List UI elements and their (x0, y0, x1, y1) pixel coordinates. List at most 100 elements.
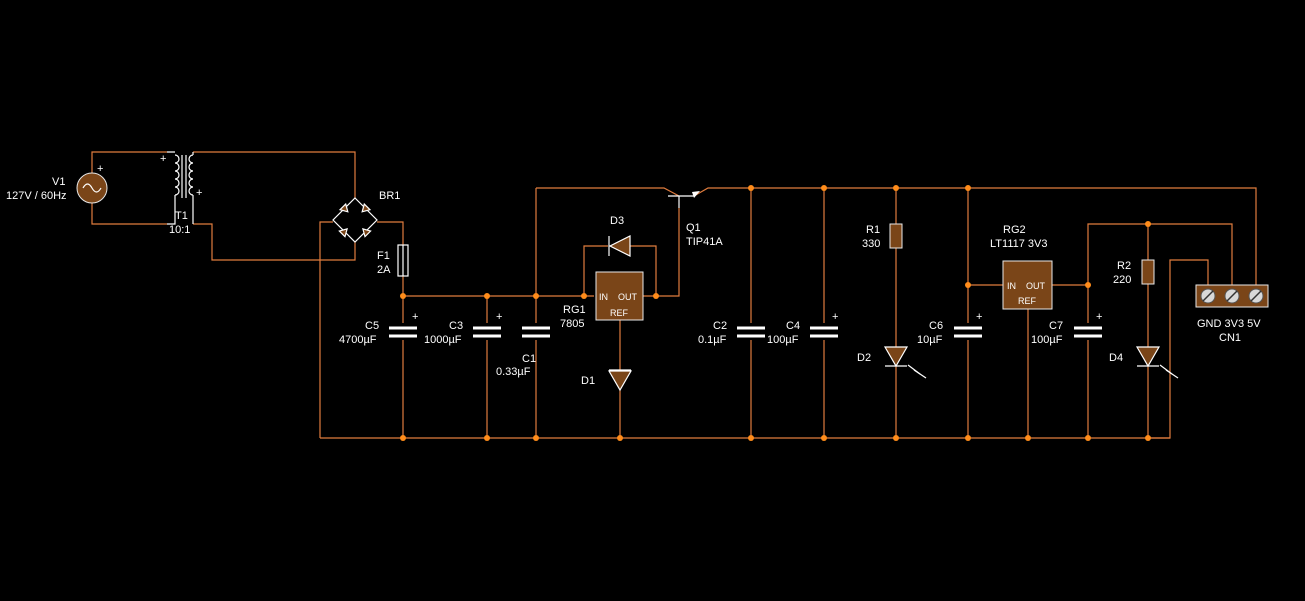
q1-value: TIP41A (686, 236, 723, 248)
node (821, 435, 827, 441)
d4-label: D4 (1109, 352, 1123, 364)
node (533, 435, 539, 441)
resistor-body (1141, 259, 1155, 285)
node (965, 185, 971, 191)
node (1085, 282, 1091, 288)
sine-wave-icon (82, 183, 102, 193)
c4-value: 100µF (767, 334, 799, 346)
junction-nodes (400, 185, 1151, 441)
r1-value: 330 (862, 238, 880, 250)
cn1-pins-label: GND 3V3 5V (1197, 318, 1261, 330)
t1-label: T1 (175, 210, 188, 222)
d3-diode[interactable]: D3 (608, 215, 631, 257)
light-arrow (913, 369, 927, 379)
diode-icon (361, 202, 372, 213)
v1-ac-source[interactable]: + V1 127V / 60Hz (6, 163, 108, 204)
c6-value: 10µF (917, 334, 943, 346)
rg1-regulator[interactable]: IN OUT REF RG1 7805 (560, 271, 644, 330)
rg2-regulator[interactable]: IN OUT REF RG2 LT1117 3V3 (990, 224, 1053, 310)
d2-led[interactable]: D2 (857, 346, 927, 379)
q1-transistor[interactable]: Q1 TIP41A (668, 191, 723, 248)
plus-sign: + (412, 311, 418, 323)
node (748, 435, 754, 441)
node (581, 293, 587, 299)
d1-diode[interactable]: D1 (581, 369, 633, 392)
d4-led[interactable]: D4 (1109, 346, 1179, 379)
c2-capacitor[interactable]: C2 0.1µF (698, 320, 765, 346)
r2-resistor[interactable]: R2 220 (1113, 259, 1155, 286)
wires (91, 151, 1257, 439)
t1-value: 10:1 (169, 224, 190, 236)
regulator-body (595, 271, 644, 321)
c7-label: C7 (1049, 320, 1063, 332)
cn1-label: CN1 (1219, 332, 1241, 344)
f1-fuse[interactable]: F1 2A (377, 244, 409, 277)
pin-out-label: OUT (618, 292, 638, 302)
v1-label: V1 (52, 176, 65, 188)
node (1145, 435, 1151, 441)
wire-bridge-plus (377, 221, 404, 245)
screw-slot (1250, 290, 1262, 302)
rg1-label: RG1 (563, 304, 586, 316)
node (965, 282, 971, 288)
d1-label: D1 (581, 375, 595, 387)
d3-label: D3 (610, 215, 624, 227)
pin-ref-label: REF (1018, 296, 1037, 306)
diode-icon (607, 370, 633, 392)
c1-capacitor[interactable]: C1 0.33µF (496, 326, 550, 378)
c5-label: C5 (365, 320, 379, 332)
node (965, 435, 971, 441)
c1-value: 0.33µF (496, 366, 531, 378)
c7-capacitor[interactable]: + C7 100µF (1031, 311, 1102, 346)
cn1-connector[interactable]: GND 3V3 5V CN1 (1195, 284, 1269, 344)
c4-capacitor[interactable]: + C4 100µF (767, 311, 838, 346)
led-icon (883, 346, 909, 368)
c3-capacitor[interactable]: + C3 1000µF (424, 311, 502, 346)
plus-sign: + (832, 311, 838, 323)
t1-transformer[interactable]: + + T1 10:1 (160, 151, 202, 236)
plus-sign: + (160, 153, 166, 165)
c3-label: C3 (449, 320, 463, 332)
light-arrow (1165, 369, 1179, 379)
node (400, 293, 406, 299)
br1-bridge-rectifier[interactable]: BR1 (332, 190, 400, 243)
screw-slot (1226, 290, 1238, 302)
v1-value: 127V / 60Hz (6, 190, 67, 202)
node (1025, 435, 1031, 441)
rg1-value: 7805 (560, 318, 584, 330)
plus-sign: + (496, 311, 502, 323)
node (484, 293, 490, 299)
plus-sign: + (196, 187, 202, 199)
pin-ref-label: REF (610, 308, 629, 318)
node (893, 435, 899, 441)
pin-in-label: IN (1007, 281, 1016, 291)
node (653, 293, 659, 299)
wire-q1-collector (536, 187, 680, 197)
plus-sign: + (1096, 311, 1102, 323)
f1-label: F1 (377, 250, 390, 262)
c2-value: 0.1µF (698, 334, 727, 346)
resistor-body (889, 223, 903, 249)
rg2-value: LT1117 3V3 (990, 238, 1048, 250)
c6-capacitor[interactable]: + C6 10µF (917, 311, 982, 346)
r2-label: R2 (1117, 260, 1131, 272)
primary-coil-icon (167, 151, 180, 225)
c1-label: C1 (522, 353, 536, 365)
pin-out-label: OUT (1026, 281, 1046, 291)
q1-label: Q1 (686, 222, 701, 234)
wire-d3-right (630, 245, 657, 296)
pin-in-label: IN (599, 292, 608, 302)
r1-resistor[interactable]: R1 330 (862, 223, 903, 250)
transistor-arrow-icon (692, 191, 700, 198)
c6-label: C6 (929, 320, 943, 332)
node (1145, 221, 1151, 227)
node (1085, 435, 1091, 441)
node (617, 435, 623, 441)
diode-icon (608, 235, 631, 257)
wire-q1-base (643, 208, 680, 297)
r1-label: R1 (866, 224, 880, 236)
node (893, 185, 899, 191)
diode-icon (338, 202, 349, 213)
c5-capacitor[interactable]: + C5 4700µF (339, 311, 418, 346)
